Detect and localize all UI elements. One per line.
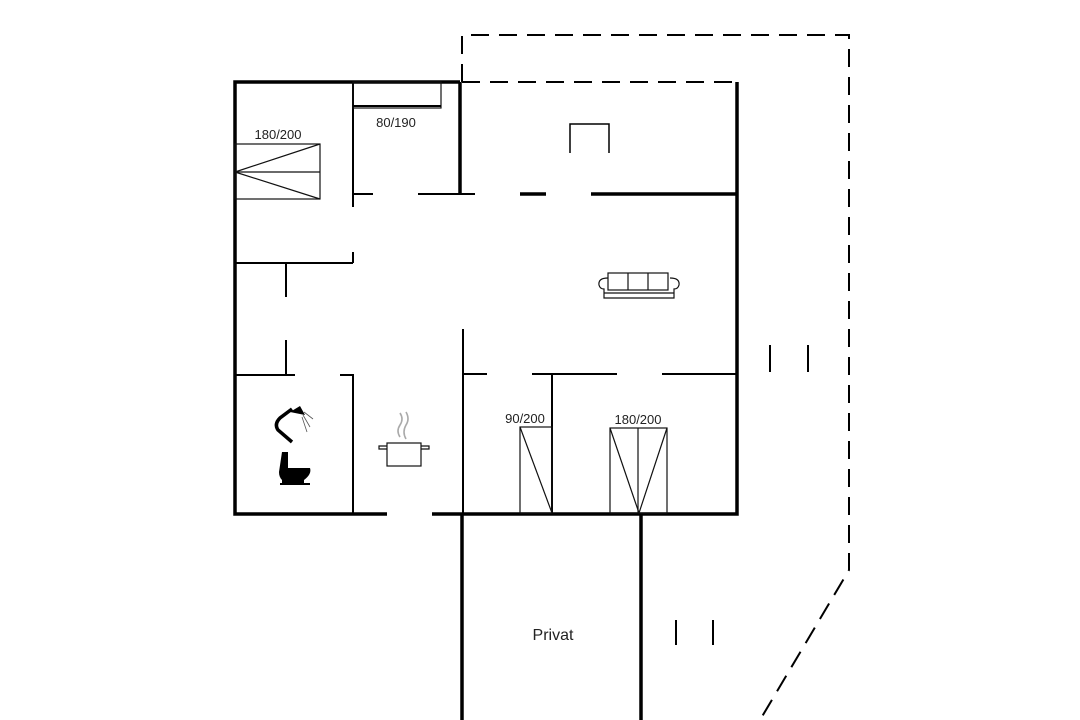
terrace-outline [461,34,850,720]
toilet-icon [279,452,311,485]
bed-small-label: 80/190 [376,115,416,130]
interior-walls [235,82,737,514]
bed-small [352,81,442,109]
private-area-label: Privat [533,627,574,644]
bed-master [234,143,321,200]
cooking-pot-icon [378,411,430,467]
bed-master-label: 180/200 [255,127,302,142]
bed-single-label: 90/200 [505,411,545,426]
private-area-walls [460,514,643,720]
sofa-icon [598,272,680,299]
bed-single [519,426,553,514]
railing-marks [675,345,809,645]
bed-double [609,427,668,514]
fireplace-icon [569,123,610,153]
exterior-walls [233,80,739,516]
shower-icon [274,406,314,444]
bed-double-label: 180/200 [615,412,662,427]
